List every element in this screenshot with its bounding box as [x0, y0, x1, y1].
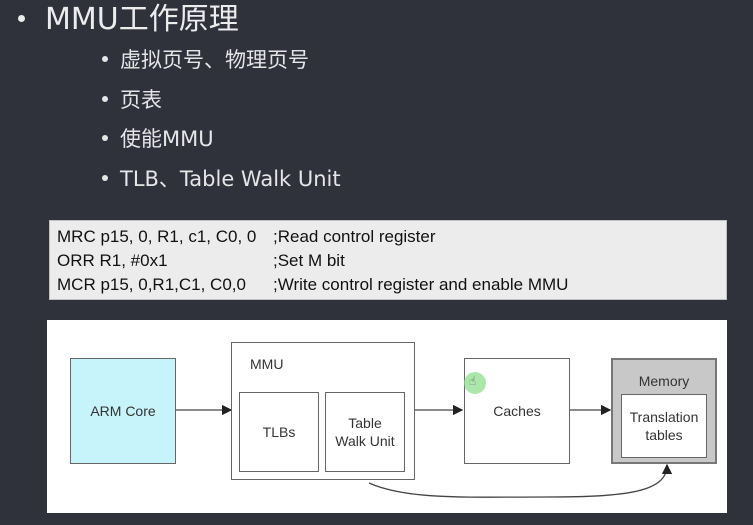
bullet-item: 使能MMU — [102, 123, 214, 153]
diagram-connectors — [176, 404, 673, 498]
bullet-text: TLB、Table Walk Unit — [120, 167, 341, 191]
memory-label: Memory — [638, 373, 690, 389]
code-comment: ;Read control register — [273, 227, 436, 246]
mmu-diagram: ARM Core MMU TLBs Table Walk Unit Caches… — [47, 320, 727, 513]
cursor-pointer-icon: ☝ — [469, 374, 477, 388]
caches-label: Caches — [493, 403, 541, 419]
code-block: MRC p15, 0, R1, c1, C0, 0 ;Read control … — [49, 220, 727, 300]
slide-title-text: MMU工作原理 — [45, 2, 239, 37]
cursor-highlight: ☝ — [464, 372, 486, 394]
bullet-icon — [102, 135, 108, 141]
translation-label-line2: tables — [645, 427, 683, 443]
tlbs-label: TLBs — [262, 424, 296, 440]
bullet-text: 虚拟页号、物理页号 — [120, 48, 309, 72]
bullet-icon — [18, 15, 25, 22]
table-walk-label-line1: Table — [348, 415, 382, 431]
code-instruction: MCR p15, 0,R1,C1, C0,0 — [57, 275, 246, 294]
code-instruction: MRC p15, 0, R1, c1, C0, 0 — [57, 227, 257, 246]
code-comment: ;Set M bit — [273, 251, 345, 270]
arm-core-label: ARM Core — [90, 403, 156, 419]
translation-tables-box: Translation tables — [621, 394, 707, 458]
slide-title: MMU工作原理 — [18, 0, 239, 38]
mmu-box: MMU — [231, 342, 415, 480]
arm-core-box: ARM Core — [70, 358, 176, 464]
bullet-icon — [102, 56, 108, 62]
code-comment: ;Write control register and enable MMU — [273, 275, 569, 294]
tlbs-box: TLBs — [239, 392, 319, 472]
bullet-text: 页表 — [120, 88, 162, 112]
bullet-item: 虚拟页号、物理页号 — [102, 44, 309, 74]
code-instruction: ORR R1, #0x1 — [57, 251, 168, 270]
caches-box: Caches — [464, 358, 570, 464]
mmu-label: MMU — [250, 356, 284, 372]
table-walk-label-line2: Walk Unit — [335, 433, 395, 449]
translation-label-line1: Translation — [629, 409, 699, 425]
bullet-icon — [102, 175, 108, 181]
bullet-text: 使能MMU — [120, 127, 214, 151]
bullet-item: 页表 — [102, 84, 162, 114]
table-walk-unit-box: Table Walk Unit — [325, 392, 405, 472]
bullet-icon — [102, 96, 108, 102]
bullet-item: TLB、Table Walk Unit — [102, 163, 341, 193]
arrow-walk-to-tables — [368, 463, 673, 498]
